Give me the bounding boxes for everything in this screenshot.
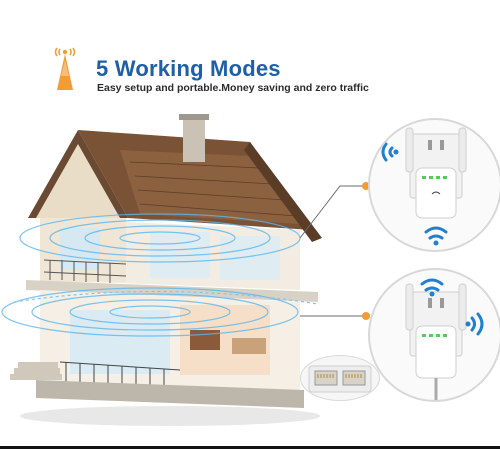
- page-subtitle: Easy setup and portable.Money saving and…: [97, 82, 369, 94]
- wifi-extender-broadcasting-icon: [405, 278, 484, 400]
- ethernet-ports-callout: [300, 355, 380, 401]
- page-title: 5 Working Modes: [96, 56, 281, 81]
- wifi-extender-receiving-icon: [381, 127, 467, 246]
- cutaway-house-illustration: [1, 114, 322, 426]
- ethernet-ports-icon: [308, 365, 372, 393]
- extender-bottom-callout: [368, 268, 500, 402]
- bottom-divider: [0, 446, 500, 449]
- extender-top-callout: [368, 118, 500, 252]
- antenna-tower-icon: [54, 47, 76, 90]
